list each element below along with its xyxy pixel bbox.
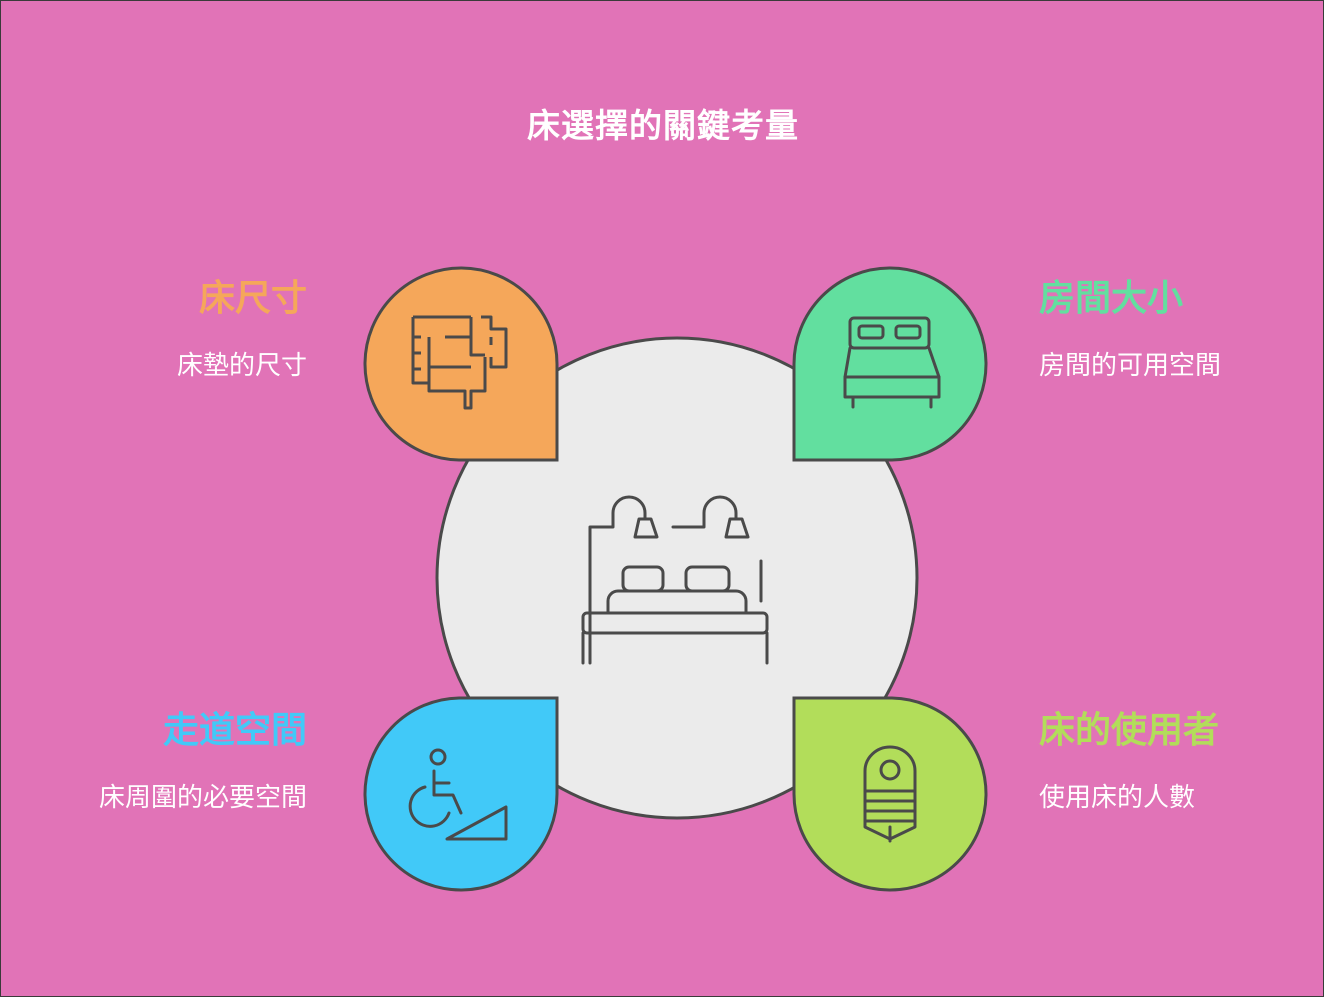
bed-users-petal bbox=[792, 696, 988, 892]
bed-users-description: 使用床的人數 bbox=[1039, 783, 1196, 813]
room-size-label: 房間大小 bbox=[1039, 278, 1184, 319]
room-size-description: 房間的可用空間 bbox=[1039, 351, 1222, 381]
sleeping-bag-icon bbox=[863, 745, 917, 843]
aisle-space-petal bbox=[363, 696, 559, 892]
bed-size-petal bbox=[363, 266, 559, 462]
bed-size-description: 床墊的尺寸 bbox=[176, 351, 307, 381]
wheelchair-ramp-icon bbox=[408, 748, 508, 841]
double-bed-icon bbox=[843, 316, 941, 409]
diagram-title: 床選擇的關鍵考量 bbox=[527, 106, 799, 145]
room-size-petal bbox=[792, 266, 988, 462]
bed-size-label: 床尺寸 bbox=[198, 278, 307, 319]
bed-users-label: 床的使用者 bbox=[1039, 710, 1220, 751]
floor-plan-icon bbox=[411, 315, 508, 410]
aisle-space-label: 走道空間 bbox=[162, 710, 307, 751]
bed-with-lamps-icon bbox=[581, 495, 769, 665]
aisle-space-description: 床周圍的必要空間 bbox=[98, 783, 307, 813]
